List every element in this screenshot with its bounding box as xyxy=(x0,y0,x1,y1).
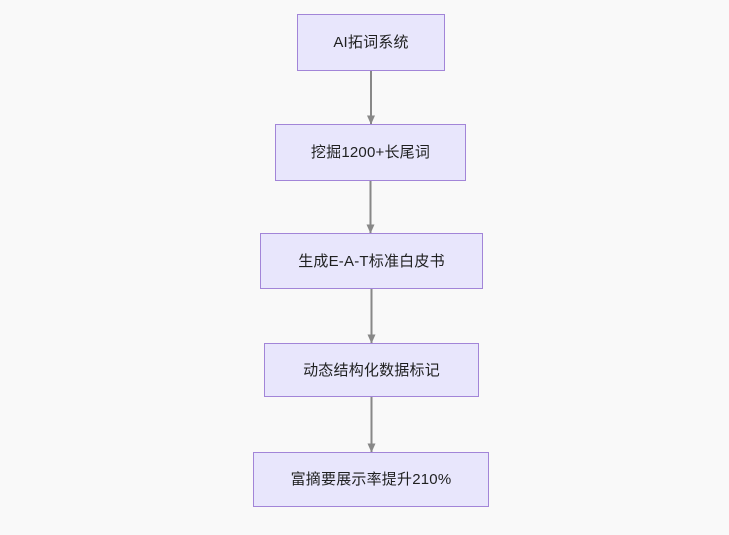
flow-node-n1[interactable]: AI拓词系统 xyxy=(297,14,445,71)
flow-node-n2[interactable]: 挖掘1200+长尾词 xyxy=(275,124,466,181)
flow-node-n4[interactable]: 动态结构化数据标记 xyxy=(264,343,479,397)
flow-node-n5[interactable]: 富摘要展示率提升210% xyxy=(253,452,489,507)
flow-node-n3[interactable]: 生成E-A-T标准白皮书 xyxy=(260,233,483,289)
